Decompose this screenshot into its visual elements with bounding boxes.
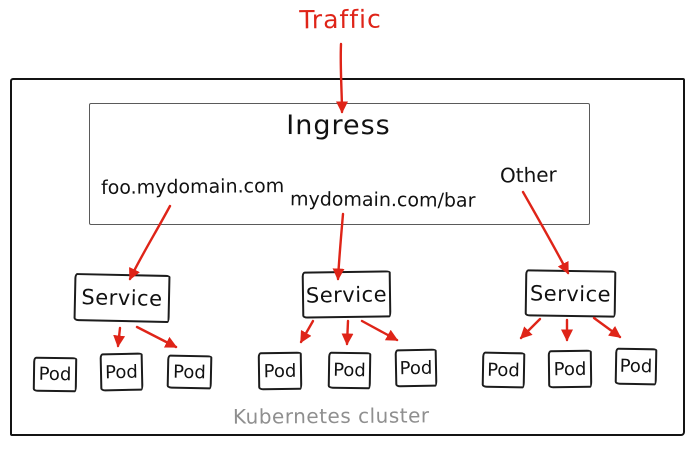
kubernetes-cluster-box (10, 78, 685, 436)
kubernetes-cluster-caption: Kubernetes cluster (232, 403, 430, 429)
pod-box-9: Pod (614, 347, 658, 386)
traffic-label: Traffic (299, 4, 382, 35)
service-1-label: Service (81, 285, 163, 311)
service-box-2: Service (301, 270, 392, 319)
ingress-label: Ingress (286, 110, 391, 141)
pod-4-label: Pod (263, 360, 297, 382)
pod-box-4: Pod (257, 351, 303, 391)
ingress-rule-foo-mydomain: foo.mydomain.com (100, 175, 285, 199)
pod-box-8: Pod (547, 349, 593, 389)
service-box-1: Service (73, 273, 171, 323)
service-2-label: Service (305, 281, 388, 308)
service-3-label: Service (529, 280, 612, 307)
pod-9-label: Pod (619, 355, 653, 378)
pod-8-label: Pod (553, 358, 587, 380)
pod-box-1: Pod (32, 356, 78, 393)
pod-box-2: Pod (99, 352, 144, 392)
ingress-rule-other: Other (499, 162, 558, 188)
pod-1-label: Pod (38, 363, 72, 386)
pod-7-label: Pod (486, 359, 521, 381)
pod-2-label: Pod (104, 361, 139, 383)
pod-box-7: Pod (481, 351, 526, 389)
ingress-rule-mydomain-bar: mydomain.com/bar (289, 188, 476, 212)
pod-3-label: Pod (172, 361, 207, 383)
pod-6-label: Pod (399, 357, 433, 379)
pod-box-5: Pod (327, 351, 372, 390)
pod-box-3: Pod (166, 354, 213, 390)
service-box-3: Service (524, 269, 617, 318)
pod-box-6: Pod (394, 348, 438, 388)
pod-5-label: Pod (333, 359, 366, 382)
